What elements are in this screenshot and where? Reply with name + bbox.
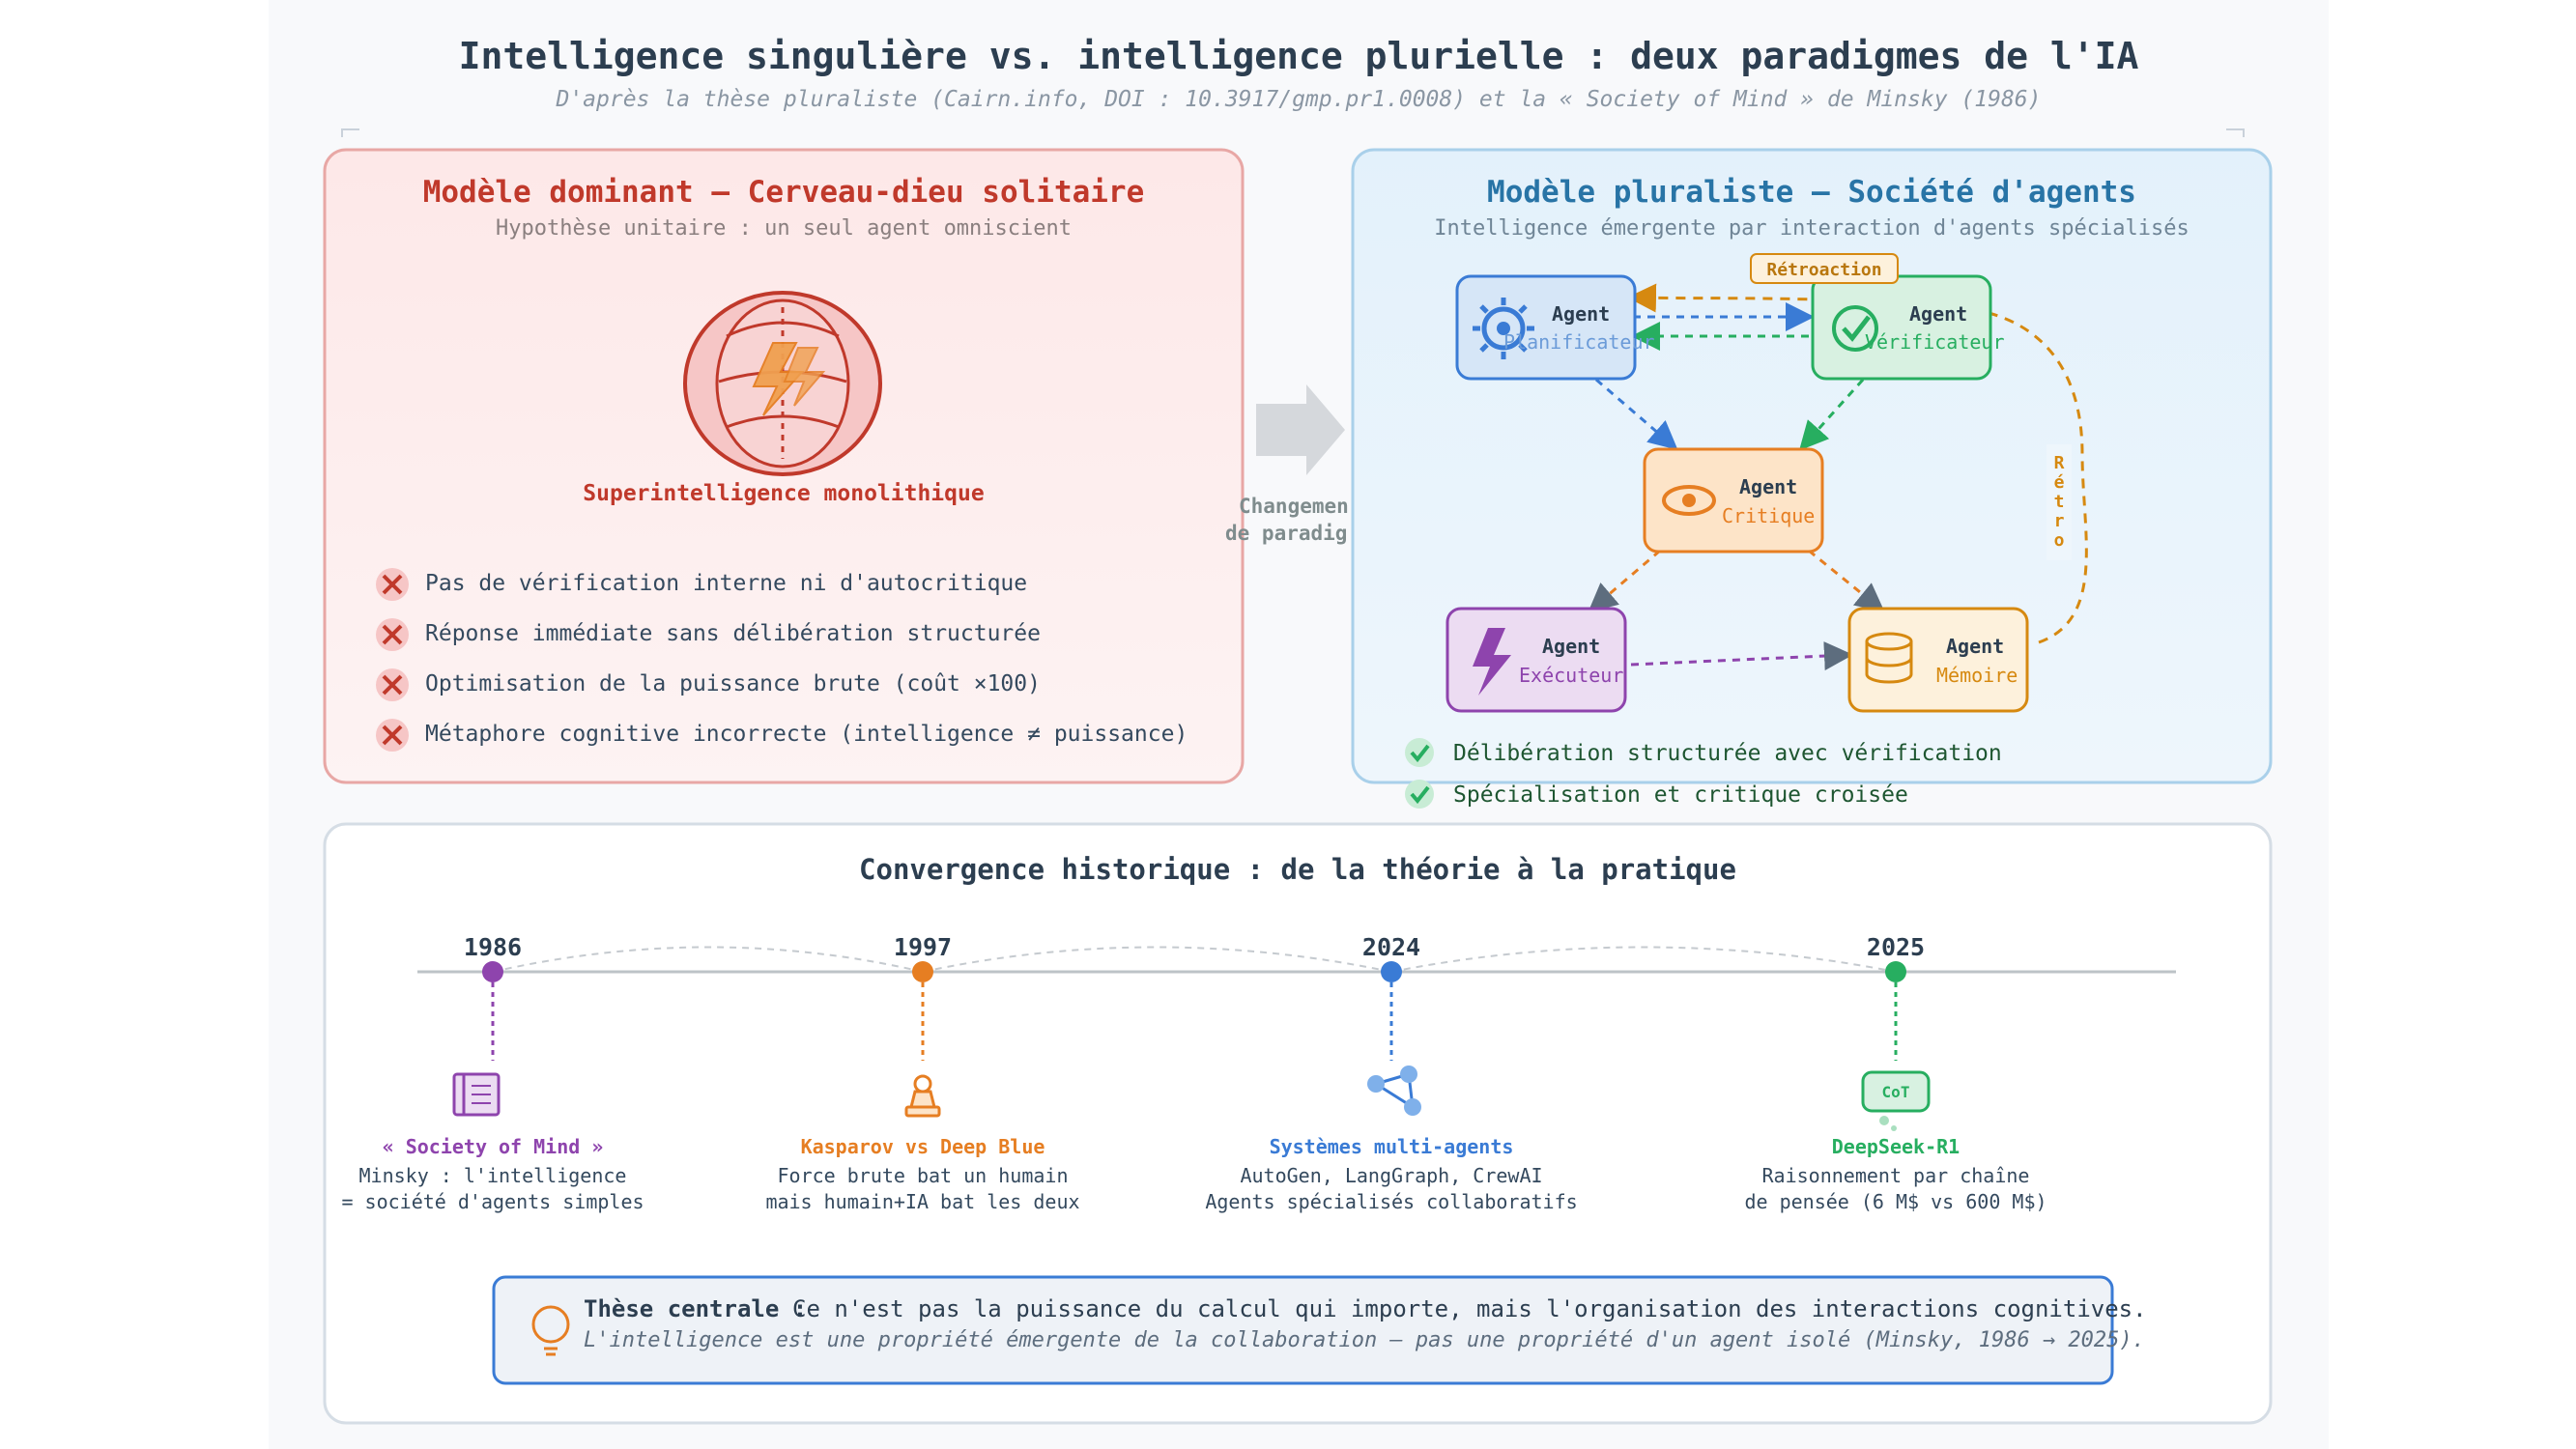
timeline-year-1986: 1986 <box>463 933 523 961</box>
left-item-2: Réponse immédiate sans délibération stru… <box>425 621 1041 646</box>
timeline-year-2025: 2025 <box>1866 933 1926 961</box>
agent-verifier-role: Vérificateur <box>1865 330 2005 354</box>
timeline-year-2024: 2024 <box>1361 933 1421 961</box>
agent-executor-role: Exécuteur <box>1519 664 1624 687</box>
check-icon <box>1832 305 1878 352</box>
left-item-3: Optimisation de la puissance brute (coût… <box>425 671 1041 696</box>
paradigm-shift-arrow <box>1256 384 1345 475</box>
agent-planner-title: Agent <box>1552 302 1611 326</box>
event-2024-line1: AutoGen, LangGraph, CrewAI <box>1240 1164 1543 1187</box>
database-icon <box>1865 632 1913 684</box>
benefit-1: Délibération structurée avec vérificatio… <box>1453 741 2002 766</box>
left-panel-subtitle: Hypothèse unitaire : un seul agent omnis… <box>495 216 1073 241</box>
brain-icon <box>683 291 882 476</box>
paradigm-shift-line2: de paradig <box>1225 522 1348 545</box>
agent-verifier-title: Agent <box>1909 302 1968 326</box>
benefit-check-icons <box>1405 738 1434 809</box>
agent-memory-role: Mémoire <box>1936 664 2018 687</box>
paradigm-shift-line1: Changemen <box>1239 495 1349 518</box>
thesis-subtext: L'intelligence est une propriété émergen… <box>584 1328 2145 1352</box>
event-2024-line2: Agents spécialisés collaboratifs <box>1205 1190 1578 1213</box>
event-1986-name: « Society of Mind » <box>382 1135 604 1158</box>
thesis-label: Thèse centrale : <box>584 1295 808 1322</box>
event-2025-line1: Raisonnement par chaîne <box>1761 1164 2030 1187</box>
event-2025-name: DeepSeek-R1 <box>1831 1135 1961 1158</box>
monolith-label: Superintelligence monolithique <box>583 481 985 506</box>
right-panel-subtitle: Intelligence émergente par interaction d… <box>1434 216 2190 241</box>
eye-icon <box>1662 485 1716 516</box>
agent-critic-role: Critique <box>1722 504 1816 527</box>
event-1997-name: Kasparov vs Deep Blue <box>800 1135 1045 1158</box>
thought-bubble-icon <box>1861 1070 1931 1131</box>
cot-badge: CoT <box>1881 1083 1910 1101</box>
gear-icon <box>1473 298 1534 359</box>
chess-pawn-icon <box>904 1074 941 1118</box>
event-1997-line1: Force brute bat un humain <box>777 1164 1069 1187</box>
left-item-4: Métaphore cognitive incorrecte (intellig… <box>425 722 1188 747</box>
benefit-2: Spécialisation et critique croisée <box>1453 782 1908 808</box>
agent-critic-title: Agent <box>1739 475 1798 498</box>
event-1986-line1: Minsky : l'intelligence <box>358 1164 627 1187</box>
lightning-icon <box>1473 628 1511 696</box>
event-2025-line2: de pensée (6 M$ vs 600 M$) <box>1744 1190 2047 1213</box>
page-subtitle: D'après la thèse pluraliste (Cairn.info,… <box>556 87 2042 112</box>
feedback-badge: Rétroaction <box>1766 260 1882 280</box>
timeline-title: Convergence historique : de la théorie à… <box>859 853 1736 886</box>
event-1997-line2: mais humain+IA bat les deux <box>765 1190 1080 1213</box>
left-panel-title: Modèle dominant — Cerveau-dieu solitaire <box>422 175 1145 210</box>
left-item-1: Pas de vérification interne ni d'autocri… <box>425 571 1028 596</box>
thesis-text: Ce n'est pas la puissance du calcul qui … <box>792 1295 2147 1322</box>
feedback-vertical-label: R é t r o <box>2053 453 2065 551</box>
event-1986-line2: = société d'agents simples <box>341 1190 644 1213</box>
x-icons <box>376 568 409 752</box>
agent-memory-title: Agent <box>1946 635 2005 658</box>
page-title: Intelligence singulière vs. intelligence… <box>458 35 2139 77</box>
lightbulb-icon <box>531 1305 570 1356</box>
agent-executor-title: Agent <box>1542 635 1601 658</box>
network-icon <box>1367 1065 1421 1116</box>
timeline-year-1997: 1997 <box>893 933 953 961</box>
event-2024-name: Systèmes multi-agents <box>1269 1135 1514 1158</box>
agent-planner-role: Planificateur <box>1503 330 1655 354</box>
right-panel-title: Modèle pluraliste — Société d'agents <box>1487 175 2136 210</box>
book-icon <box>452 1072 501 1117</box>
